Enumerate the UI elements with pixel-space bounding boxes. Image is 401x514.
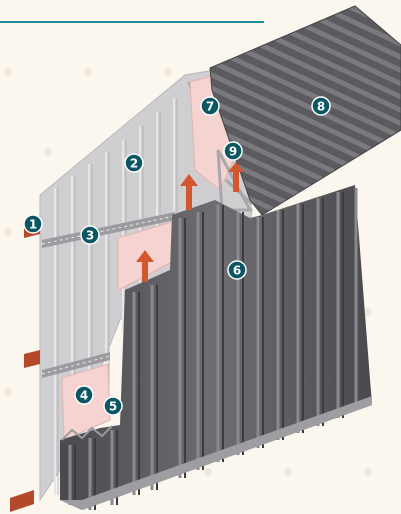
callout-5: 5: [103, 396, 123, 416]
svg-text:5: 5: [109, 400, 117, 414]
callout-6: 6: [227, 260, 247, 280]
callout-3: 3: [80, 225, 100, 245]
callout-4: 4: [74, 385, 94, 405]
svg-text:3: 3: [86, 229, 94, 243]
callout-7: 7: [200, 96, 220, 116]
cladding-shadows: [74, 192, 344, 510]
arrow-icon: [180, 174, 198, 210]
callout-2: 2: [124, 153, 144, 173]
callout-8: 8: [311, 96, 331, 116]
side-brackets: [10, 222, 40, 512]
svg-text:7: 7: [206, 100, 214, 114]
svg-text:4: 4: [80, 389, 88, 403]
svg-text:2: 2: [130, 157, 138, 171]
svg-text:8: 8: [317, 100, 325, 114]
callout-9: 9: [223, 141, 243, 161]
svg-text:9: 9: [229, 145, 237, 159]
airflow-arrows: [136, 162, 244, 282]
liner-end-zigzag: [61, 425, 113, 441]
arrow-icon: [136, 250, 154, 282]
svg-text:1: 1: [29, 218, 37, 232]
arrow-icon: [228, 162, 244, 192]
svg-text:6: 6: [233, 264, 241, 278]
callout-1: 1: [23, 214, 43, 234]
cladding-ribs: [68, 188, 358, 510]
base-strip: [60, 396, 372, 510]
